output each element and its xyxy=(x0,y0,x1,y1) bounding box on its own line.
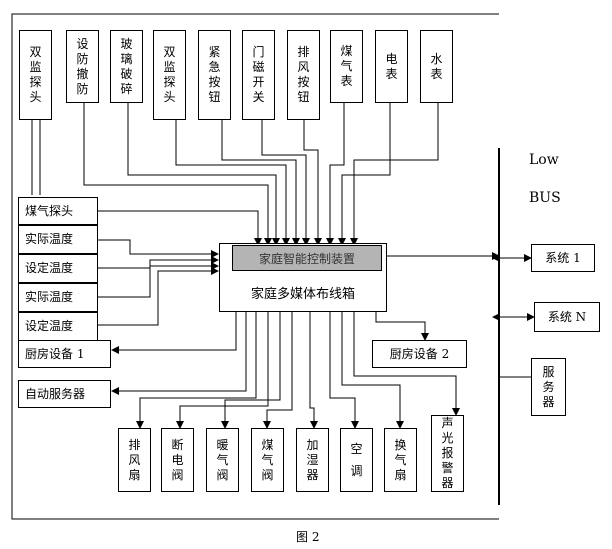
wire-top-5 xyxy=(221,120,300,246)
device-label: 声光报警器 xyxy=(441,416,454,490)
wire-out-b3 xyxy=(221,312,281,429)
wire-out-k2 xyxy=(375,312,429,341)
wire-left-2 xyxy=(98,239,219,258)
sensor-label: 双监探头 xyxy=(163,45,176,104)
sensor-box-1: 双监探头 xyxy=(19,30,52,120)
figure-caption: 图 2 xyxy=(296,530,320,544)
input-box-1: 煤气探头 xyxy=(18,197,98,225)
sensor-label: 水表 xyxy=(430,51,443,81)
server-label: 服务器 xyxy=(542,364,555,409)
wire-left-5 xyxy=(98,267,219,326)
bus-label-line1: Low xyxy=(529,152,559,168)
kitchen-1-label: 厨房设备 1 xyxy=(25,346,85,361)
device-label: 暖气阀 xyxy=(216,437,229,482)
input-label: 煤气探头 xyxy=(25,203,74,218)
kitchen-equipment-1-box: 厨房设备 1 xyxy=(18,340,111,368)
kitchen-2-label: 厨房设备 2 xyxy=(389,346,450,361)
wire-out-b4 xyxy=(263,312,293,429)
wire-out-k1 xyxy=(111,312,237,354)
sensor-box-6: 门磁开关 xyxy=(242,30,275,120)
device-box-5: 加湿器 xyxy=(296,428,329,492)
wire-top-3 xyxy=(127,103,280,246)
sensor-box-2: 设防撤防 xyxy=(66,30,99,103)
sensor-box-10: 水表 xyxy=(420,30,453,103)
system-1-box: 系统 1 xyxy=(531,244,595,272)
device-label: 排风扇 xyxy=(128,437,141,482)
wire-top-4 xyxy=(175,120,290,246)
server-box: 服务器 xyxy=(531,358,566,416)
wire-left-1 xyxy=(98,210,262,246)
input-label: 设定温度 xyxy=(25,319,74,333)
wire-out-b1 xyxy=(136,312,257,429)
wire-left-4 xyxy=(98,262,219,298)
sensor-label: 紧急按钮 xyxy=(208,45,221,104)
system-1-label: 系统 1 xyxy=(545,250,581,265)
device-box-7: 换气扇 xyxy=(384,428,417,492)
input-box-3: 设定温度 xyxy=(18,254,98,283)
wire-top-10 xyxy=(350,103,439,246)
sensor-label: 煤气表 xyxy=(340,44,353,88)
wire-out-b6 xyxy=(329,312,359,429)
wire-out-b8 xyxy=(353,312,460,416)
sensor-label: 排风按钮 xyxy=(297,45,310,104)
wire-out-auto xyxy=(111,312,247,395)
wire-top-8 xyxy=(326,103,345,246)
wire-out-b2 xyxy=(176,312,269,429)
wire-top-2 xyxy=(83,103,272,246)
outer-frame xyxy=(11,13,499,520)
sensor-box-3: 玻璃破碎 xyxy=(110,30,143,103)
device-label: 煤气阀 xyxy=(261,437,274,482)
wire-top-6 xyxy=(261,120,310,246)
sensor-label: 门磁开关 xyxy=(252,45,265,104)
wire-left-3 xyxy=(98,256,219,269)
sensor-label: 电表 xyxy=(385,51,398,81)
wire-out-b5 xyxy=(309,312,318,429)
wire-top-9 xyxy=(338,103,391,246)
device-box-2: 断电阀 xyxy=(161,428,194,492)
system-n-box: 系统 N xyxy=(534,302,600,332)
sensor-label: 双监探头 xyxy=(29,45,42,104)
wire-out-b7 xyxy=(341,312,404,429)
wiring-box-label: 家庭多媒体布线箱 xyxy=(250,287,355,302)
device-box-8: 声光报警器 xyxy=(431,415,464,492)
controller-box: 家庭智能控制装置 xyxy=(232,245,382,271)
sensor-box-9: 电表 xyxy=(375,30,408,103)
device-box-6: 空调 xyxy=(340,428,373,492)
kitchen-equipment-2-box: 厨房设备 2 xyxy=(372,340,467,368)
sensor-label: 设防撤防 xyxy=(76,36,89,96)
sensor-box-4: 双监探头 xyxy=(153,30,186,120)
auto-server-label: 自动服务器 xyxy=(25,386,86,401)
controller-label: 家庭智能控制装置 xyxy=(258,251,355,266)
sensor-box-5: 紧急按钮 xyxy=(198,30,231,120)
auto-server-box: 自动服务器 xyxy=(18,380,111,408)
wire-top-7 xyxy=(303,120,322,246)
bus-label-line2: BUS xyxy=(529,190,561,206)
input-label: 实际温度 xyxy=(25,290,74,304)
device-box-4: 煤气阀 xyxy=(251,428,284,492)
sensor-box-7: 排风按钮 xyxy=(287,30,320,120)
system-n-label: 系统 N xyxy=(547,309,587,324)
input-label: 实际温度 xyxy=(25,232,74,246)
sensor-label: 玻璃破碎 xyxy=(120,36,133,96)
device-label: 加湿器 xyxy=(306,437,319,482)
device-label: 空调 xyxy=(350,442,363,478)
device-label: 换气扇 xyxy=(394,437,407,482)
sensor-box-8: 煤气表 xyxy=(330,30,363,103)
input-box-5: 设定温度 xyxy=(18,312,98,341)
input-box-4: 实际温度 xyxy=(18,283,98,312)
input-box-2: 实际温度 xyxy=(18,225,98,254)
device-box-1: 排风扇 xyxy=(118,428,151,492)
input-label: 设定温度 xyxy=(25,261,74,275)
device-box-3: 暖气阀 xyxy=(206,428,239,492)
device-label: 断电阀 xyxy=(171,437,184,482)
